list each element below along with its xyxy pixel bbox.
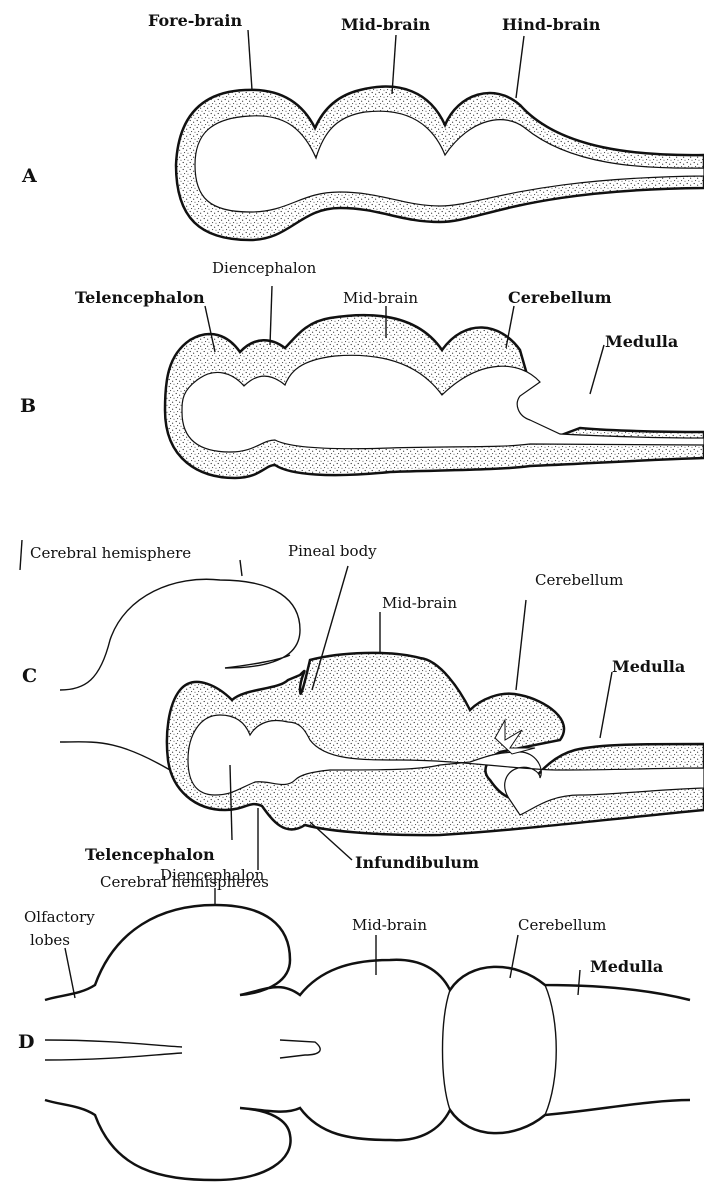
leader-diencephalon-b [270,286,272,345]
cerebral-hemisphere-outline [60,579,300,690]
label-medulla-b: Medulla [605,332,678,351]
label-medulla-d: Medulla [590,957,663,976]
label-cerebellum-d: Cerebellum [518,916,606,934]
label-cerebellum-c: Cerebellum [535,571,623,589]
panel-letter-a: A [21,165,37,187]
leader-fore-brain [248,30,252,90]
panel-letter-b: B [20,395,36,417]
panel-b: B Telencephalon Diencephalon Mid-brain C… [20,259,704,478]
brain-d-inner-lower [45,1053,182,1060]
panel-letter-c: C [22,665,37,687]
leader-medulla-c [600,672,612,738]
label-mid-brain-c: Mid-brain [382,594,457,612]
olfactory-outline-c [60,742,170,770]
label-cerebellum-b: Cerebellum [508,288,612,307]
label-infundibulum: Infundibulum [355,853,479,872]
divide-cere-med [545,985,556,1115]
label-telencephalon-b: Telencephalon [75,288,205,307]
label-pineal-body: Pineal body [288,542,377,560]
label-olfactory: Olfactory [24,908,95,926]
leader-cerebellum-c [516,600,526,690]
label-mid-brain-a: Mid-brain [341,15,431,34]
divide-mid-cere [443,990,451,1110]
label-mid-brain-d: Mid-brain [352,916,427,934]
label-cerebral-hemispheres: Cerebral hemispheres [100,873,269,891]
pineal-d [280,1040,320,1058]
leader-medulla-b [590,345,604,394]
leader-hind-brain [516,36,524,98]
label-mid-brain-b: Mid-brain [343,289,418,307]
panel-c-stray-mark [20,540,22,570]
label-fore-brain: Fore-brain [148,11,242,30]
panel-letter-d: D [18,1031,34,1053]
leader-cerebellum-d [510,935,518,978]
label-lobes: lobes [30,931,70,949]
brain-d-inner-upper [45,1040,182,1047]
label-hind-brain: Hind-brain [502,15,601,34]
label-telencephalon-c: Telencephalon [85,845,215,864]
leader-mid-brain-a [392,35,396,94]
label-cerebral-hemisphere-c: Cerebral hemisphere [30,544,191,562]
label-medulla-c: Medulla [612,657,685,676]
panel-c: C Cerebral hemisphere Pineal body Mid-br… [20,540,704,884]
leader-medulla-d [578,970,580,995]
label-diencephalon-b: Diencephalon [212,259,317,277]
leader-olfactory [65,948,75,998]
panel-a: A Fore-brain Mid-brain Hind-brain [21,11,704,240]
panel-d: D Cerebral hemispheres Olfactory lobes M… [18,873,690,1180]
leader-hemisphere-c [240,560,242,576]
brain-d-outline-lower [45,1100,690,1180]
